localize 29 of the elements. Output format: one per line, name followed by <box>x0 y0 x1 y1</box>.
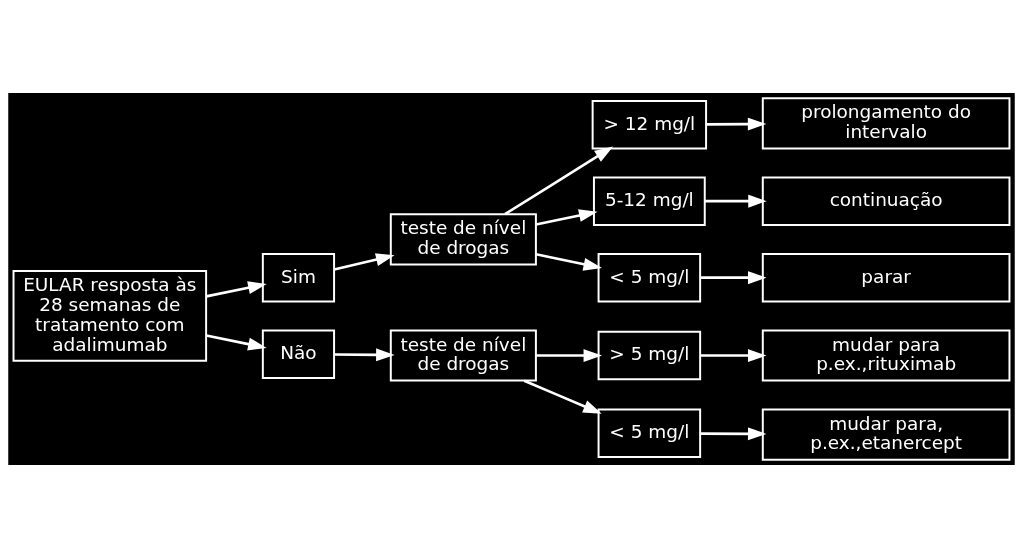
arrow <box>705 194 767 208</box>
node-box: EULAR resposta às 28 semanas de tratamento com adalimumab <box>12 270 208 362</box>
node-box: parar <box>761 252 1011 303</box>
node-box: Não <box>261 329 336 379</box>
arrow <box>535 253 602 271</box>
node-box: continuação <box>761 176 1011 226</box>
node-box: mudar para, p.ex.,etanercept <box>761 408 1011 461</box>
arrow <box>535 209 598 226</box>
arrow <box>504 146 614 216</box>
node-box: prolongamento do intervalo <box>761 97 1011 150</box>
arrow <box>536 349 603 362</box>
arrow <box>700 271 767 285</box>
arrow <box>206 281 267 298</box>
arrow <box>700 349 767 362</box>
node-box: Sim <box>261 252 336 303</box>
node-box: > 12 mg/l <box>591 99 708 150</box>
arrow <box>206 334 267 351</box>
arrow <box>523 379 602 414</box>
arrow <box>334 348 395 362</box>
node-box: > 5 mg/l <box>597 330 702 381</box>
node-box: teste de nível de drogas <box>389 213 537 266</box>
arrow <box>333 253 395 271</box>
node-box: < 5 mg/l <box>597 408 702 459</box>
node-box: < 5 mg/l <box>597 252 702 303</box>
node-box: 5-12 mg/l <box>592 176 706 226</box>
arrow <box>706 117 767 131</box>
arrow <box>700 427 767 441</box>
node-box: mudar para p.ex.,rituximab <box>761 329 1011 382</box>
node-box: teste de nível de drogas <box>389 329 537 382</box>
